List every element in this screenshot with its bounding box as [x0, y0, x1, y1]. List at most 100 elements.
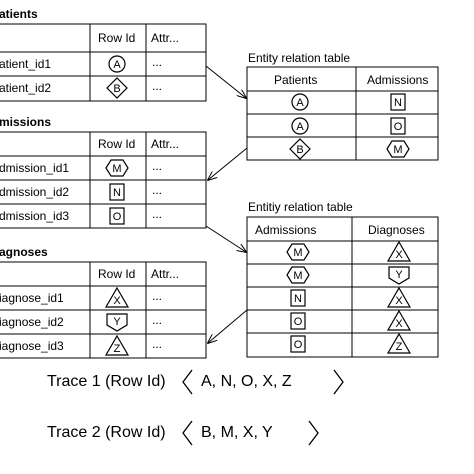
relation1-left-letter: A [296, 121, 304, 133]
relation2-right-triangle-symbol: X [386, 286, 412, 308]
patients-header-rowid: Row Id [98, 31, 136, 45]
patients-row-letter: A [113, 59, 121, 71]
relation1-table-grid [246, 66, 439, 161]
admissions-row-letter: N [113, 187, 121, 199]
admissions-row-name: dmission_id1 [0, 161, 70, 175]
relation1-right-square-symbol: O [390, 117, 406, 135]
relation2-left-square-symbol: N [290, 289, 306, 307]
admissions-header-attr: Attr... [151, 137, 180, 151]
arrow-relation2-to-diagnoses [208, 309, 248, 343]
relation1-header-right: Admissions [367, 73, 429, 87]
relation1-left-circle-symbol: A [291, 93, 309, 111]
relation2-title: Entitiy relation table [248, 200, 353, 214]
patients-row-attr: ... [152, 55, 163, 69]
relation1-right-letter: M [393, 144, 402, 156]
diagnoses-header-rowid: Row Id [98, 267, 136, 281]
diagnoses-table-grid [0, 261, 207, 359]
admissions-row-attr: ... [152, 159, 163, 173]
relation2-header-left: Admissions [255, 223, 317, 237]
diagnoses-row-name: iagnose_id2 [0, 315, 64, 329]
trace2-left-bracket [182, 420, 193, 446]
arrow-admissions-to-relation2 [205, 225, 246, 252]
patients-row-diamond-symbol: B [106, 77, 128, 99]
relation1-header-left: Patients [274, 73, 318, 87]
relation2-right-triangle-symbol: X [386, 240, 412, 262]
relation1-right-hexagon-symbol: M [386, 140, 410, 158]
relation2-right-letter: X [395, 318, 403, 330]
relation2-right-letter: Z [396, 341, 403, 353]
relation2-left-letter: N [294, 293, 302, 305]
trace-brackets [182, 369, 344, 446]
relation2-left-square-symbol: O [290, 335, 306, 353]
patients-row-attr: ... [152, 79, 163, 93]
relation2-left-letter: O [294, 339, 303, 351]
trace1-values: A, N, O, X, Z [201, 373, 292, 390]
admissions-row-square-symbol: N [109, 183, 125, 201]
admissions-row-hexagon-symbol: M [105, 159, 129, 177]
trace1-right-bracket [333, 369, 344, 395]
diagnoses-row-letter: X [113, 295, 121, 307]
relation-arrows [205, 65, 248, 343]
admissions-row-letter: O [113, 211, 122, 223]
relation1-left-diamond-symbol: B [289, 138, 311, 160]
diagnoses-row-attr: ... [152, 313, 163, 327]
relation2-right-letter: X [395, 295, 403, 307]
arrow-relation1-to-admissions [208, 147, 248, 180]
relation1-left-letter: A [296, 97, 304, 109]
admissions-row-attr: ... [152, 207, 163, 221]
patients-header-attr: Attr... [151, 31, 180, 45]
patients-row-name: atient_id2 [0, 81, 52, 95]
relation2-right-letter: X [395, 249, 403, 261]
patients-row-letter: B [113, 83, 120, 95]
relation2-right-triangle-symbol: Z [386, 332, 412, 354]
diagnoses-table-title: agnoses [0, 245, 48, 259]
admissions-row-letter: M [112, 163, 121, 175]
diagnoses-row-triangle-symbol: Z [104, 334, 130, 356]
admissions-header-rowid: Row Id [98, 137, 136, 151]
relation2-left-square-symbol: O [290, 312, 306, 330]
patients-table-title: atients [0, 7, 38, 21]
relation1-left-circle-symbol: A [291, 117, 309, 135]
relation2-header-right: Diagnoses [368, 223, 425, 237]
patients-row-name: atient_id1 [0, 57, 52, 71]
trace2-right-bracket [308, 420, 319, 446]
admissions-table-title: missions [0, 115, 52, 129]
relation2-left-hexagon-symbol: M [286, 243, 310, 261]
relation1-right-letter: N [394, 97, 402, 109]
relation2-left-hexagon-symbol: M [286, 266, 310, 284]
patients-table-grid [0, 23, 207, 102]
admissions-row-name: dmission_id2 [0, 185, 70, 199]
patients-row-circle-symbol: A [108, 55, 126, 73]
diagnoses-row-shield-symbol: Y [106, 313, 128, 332]
relation2-right-triangle-symbol: X [386, 309, 412, 331]
diagnoses-header-attr: Attr... [151, 267, 180, 281]
relation2-left-letter: M [293, 247, 302, 259]
trace2-values: B, M, X, Y [201, 424, 273, 441]
trace1-left-bracket [182, 369, 193, 395]
admissions-table-grid [0, 131, 207, 229]
diagnoses-row-name: iagnose_id3 [0, 339, 64, 353]
admissions-row-name: dmission_id3 [0, 209, 70, 223]
diagnoses-row-attr: ... [152, 289, 163, 303]
diagnoses-row-attr: ... [152, 337, 163, 351]
relation1-right-square-symbol: N [390, 93, 406, 111]
diagnoses-row-name: iagnose_id1 [0, 291, 64, 305]
trace1-label: Trace 1 (Row Id) [47, 373, 166, 390]
relation1-title: Entity relation table [248, 51, 351, 65]
relation2-right-shield-symbol: Y [388, 266, 410, 285]
relation2-left-letter: O [294, 316, 303, 328]
diagnoses-row-triangle-symbol: X [104, 286, 130, 308]
relation1-left-letter: B [296, 144, 303, 156]
diagnoses-row-letter: Z [114, 343, 121, 355]
relation2-left-letter: M [293, 270, 302, 282]
relation2-table-grid [246, 216, 439, 358]
diagnoses-row-letter: Y [113, 316, 121, 328]
relation2-right-letter: Y [395, 269, 403, 281]
admissions-row-attr: ... [152, 183, 163, 197]
arrow-patients-to-relation1 [205, 65, 246, 98]
relation1-right-letter: O [394, 121, 403, 133]
admissions-row-square-symbol: O [109, 207, 125, 225]
trace2-label: Trace 2 (Row Id) [47, 424, 166, 441]
